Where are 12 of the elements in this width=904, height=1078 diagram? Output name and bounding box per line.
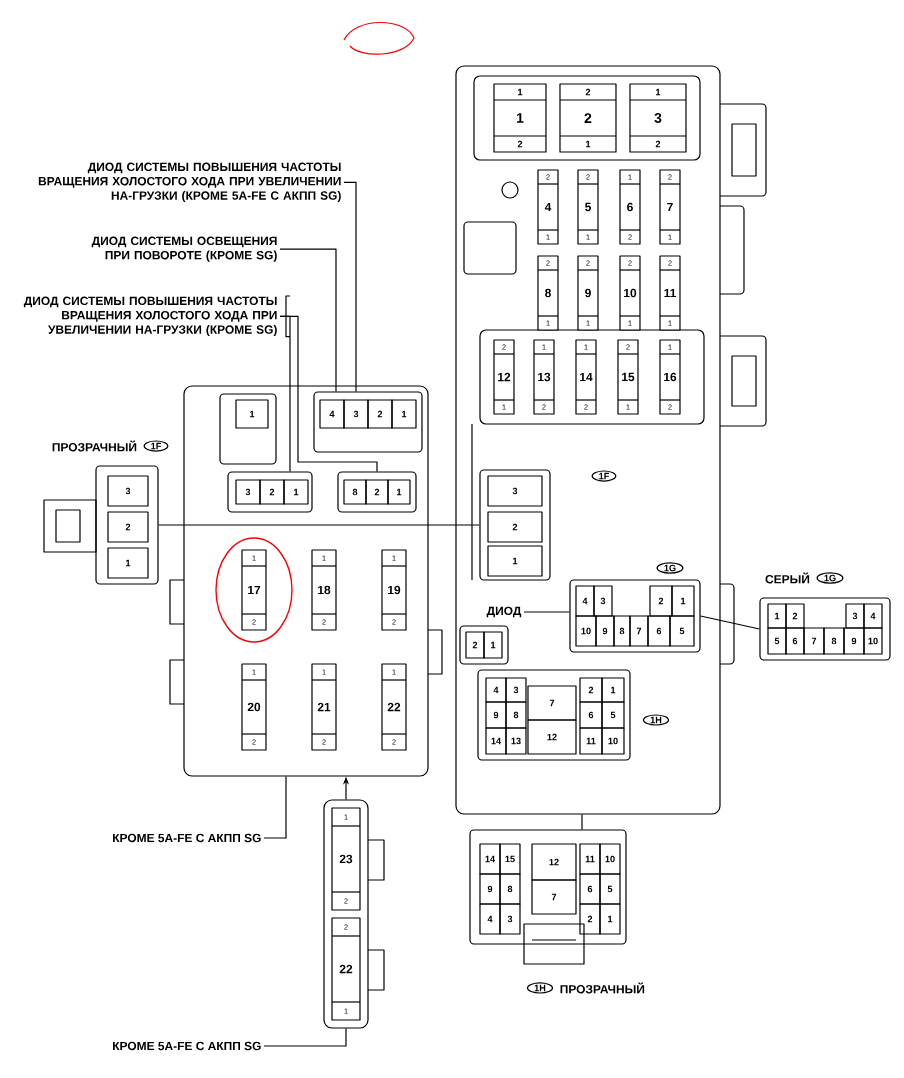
leader-line xyxy=(279,315,378,472)
junction-block xyxy=(169,385,443,777)
leader-line xyxy=(523,611,570,613)
connector-line xyxy=(700,615,760,630)
leader-line xyxy=(343,181,357,392)
fuse-holder xyxy=(323,799,385,1029)
leader-line xyxy=(263,776,287,839)
connector-line xyxy=(581,814,583,830)
junction-block xyxy=(455,65,767,815)
leader-line xyxy=(279,248,337,392)
leader-line xyxy=(263,1028,347,1047)
connector-line xyxy=(158,524,480,526)
